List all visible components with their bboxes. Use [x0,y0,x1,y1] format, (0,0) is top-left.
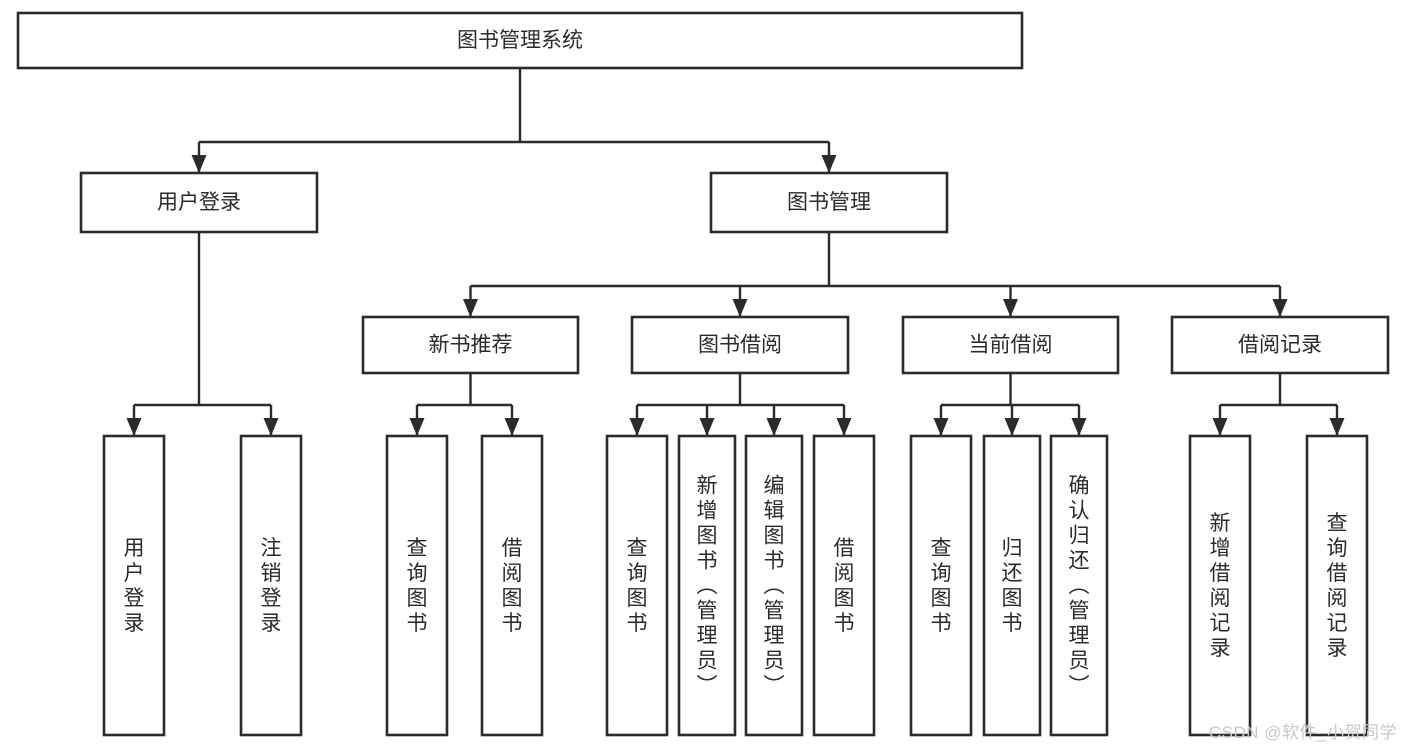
node-box[interactable] [361,315,580,375]
node-label: 图书借阅 [698,334,782,357]
arrow-head-icon [1071,418,1087,436]
arrow-head-icon [836,418,852,436]
node-label: 用户登录 [124,537,145,635]
node-box[interactable] [901,315,1120,375]
arrow-head-icon [933,418,949,436]
node-label: 确认归还︵管理员︶ [1069,475,1090,698]
node-label: 查询图书 [627,537,648,635]
node-leaf-edit-book[interactable]: 编辑图书︵管理员︶ [744,434,804,737]
node-box[interactable] [630,315,850,375]
node-leaf-query-record[interactable]: 查询借阅记录 [1305,434,1369,737]
node-label: 图书管理 [787,191,871,214]
node-label: 归还图书 [1002,537,1023,635]
node-label: 当前借阅 [969,334,1053,357]
node-label: 用户登录 [157,191,241,214]
node-leaf-add-book[interactable]: 新增图书︵管理员︶ [677,434,737,737]
connector-layer [126,68,1345,436]
node-label: 查询借阅记录 [1327,512,1348,660]
arrow-head-icon [263,418,279,436]
node-box[interactable] [16,11,1024,70]
node-leaf-add-record[interactable]: 新增借阅记录 [1188,434,1252,737]
arrow-head-icon [1004,418,1020,436]
node-label: 新增借阅记录 [1210,512,1231,660]
node-box[interactable] [909,434,973,737]
node-leaf-borrow-book-b[interactable]: 借阅图书 [812,434,876,737]
node-label: 借阅记录 [1238,334,1322,357]
node-leaf-return-book[interactable]: 归还图书 [982,434,1042,737]
node-book-borrow[interactable]: 图书借阅 [630,315,850,375]
arrow-head-icon [409,418,425,436]
node-box[interactable] [79,171,319,234]
node-borrow-record[interactable]: 借阅记录 [1170,315,1390,375]
node-label: 借阅图书 [834,537,855,635]
arrow-head-icon [732,299,748,317]
node-box[interactable] [1305,434,1369,737]
node-root[interactable]: 图书管理系统 [16,11,1024,70]
arrow-head-icon [699,418,715,436]
arrow-head-icon [1272,299,1288,317]
node-box[interactable] [480,434,544,737]
node-box[interactable] [605,434,669,737]
arrow-head-icon [126,418,142,436]
node-label: 新增图书︵管理员︶ [697,475,718,698]
node-label: 查询图书 [407,537,428,635]
node-label: 新书推荐 [429,334,513,357]
node-leaf-user-login[interactable]: 用户登录 [102,434,166,737]
node-box[interactable] [102,434,166,737]
node-label: 注销登录 [261,537,282,635]
node-leaf-query-book-c[interactable]: 查询图书 [909,434,973,737]
arrow-head-icon [1329,418,1345,436]
arrow-head-icon [504,418,520,436]
node-label: 编辑图书︵管理员︶ [764,475,785,698]
node-label: 借阅图书 [502,537,523,635]
node-box[interactable] [1188,434,1252,737]
node-leaf-query-book-a[interactable]: 查询图书 [385,434,449,737]
node-label: 图书管理系统 [457,29,583,52]
node-box[interactable] [812,434,876,737]
arrow-head-icon [766,418,782,436]
arrow-head-icon [191,155,207,173]
node-box[interactable] [744,434,804,737]
node-current-borrow[interactable]: 当前借阅 [901,315,1120,375]
csdn-watermark: CSDN @软件_小贺同学 [1208,723,1397,742]
arrow-head-icon [821,155,837,173]
node-leaf-query-book-b[interactable]: 查询图书 [605,434,669,737]
node-box[interactable] [385,434,449,737]
node-leaf-logout[interactable]: 注销登录 [239,434,303,737]
node-box[interactable] [1170,315,1390,375]
node-book-manage[interactable]: 图书管理 [709,171,949,234]
node-leaf-borrow-book-a[interactable]: 借阅图书 [480,434,544,737]
arrow-head-icon [463,299,478,317]
node-leaf-confirm-return[interactable]: 确认归还︵管理员︶ [1049,434,1109,737]
node-layer: 图书管理系统用户登录图书管理新书推荐图书借阅当前借阅借阅记录用户登录注销登录查询… [16,11,1390,737]
node-box[interactable] [982,434,1042,737]
arrow-head-icon [1003,299,1018,317]
node-user-login[interactable]: 用户登录 [79,171,319,234]
node-box[interactable] [677,434,737,737]
node-box[interactable] [1049,434,1109,737]
arrow-head-icon [1212,418,1228,436]
node-new-book-rec[interactable]: 新书推荐 [361,315,580,375]
node-box[interactable] [239,434,303,737]
node-label: 查询图书 [931,537,952,635]
node-box[interactable] [709,171,949,234]
arrow-head-icon [629,418,645,436]
